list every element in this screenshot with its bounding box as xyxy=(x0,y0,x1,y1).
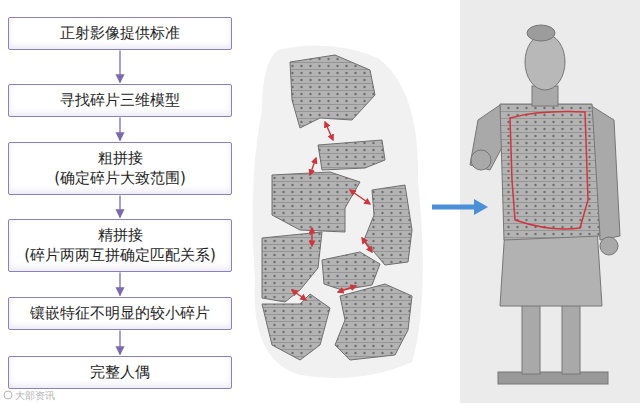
warrior-statue xyxy=(470,25,620,384)
fragment xyxy=(272,172,360,232)
flow-arrow xyxy=(119,196,120,218)
flow-arrow xyxy=(119,51,120,83)
statue-leg xyxy=(562,300,580,374)
fragment-ground xyxy=(253,46,423,379)
result-arrowhead xyxy=(474,199,488,215)
step-text: 粗拼接 (确定碎片大致范围) xyxy=(40,148,200,189)
match-arrow xyxy=(338,286,356,292)
process-box: 精拼接 (碎片两两互拼确定匹配关系) xyxy=(8,219,232,272)
result-arrow xyxy=(432,205,476,210)
match-arrow xyxy=(350,190,370,204)
fragment xyxy=(290,55,375,128)
watermark: 大部资讯 xyxy=(15,389,55,403)
process-box: 镶嵌特征不明显的较小碎片 xyxy=(8,297,232,330)
fragment xyxy=(318,140,385,170)
fragment xyxy=(322,252,380,290)
match-arrow xyxy=(362,238,372,252)
statue-hand xyxy=(600,237,618,255)
match-arrow xyxy=(325,122,333,140)
match-arrows xyxy=(292,122,372,300)
step-text: 完整人偶 xyxy=(90,362,150,382)
assembled-region xyxy=(510,112,588,229)
fragment xyxy=(335,284,412,360)
fragment xyxy=(262,294,330,360)
process-box: 完整人偶 xyxy=(8,356,232,389)
flow-arrow xyxy=(119,118,120,141)
watermark-icon xyxy=(4,391,12,399)
step-text: 镶嵌特征不明显的较小碎片 xyxy=(30,303,210,323)
process-box: 寻找碎片三维模型 xyxy=(8,84,232,117)
match-arrow xyxy=(311,228,312,246)
match-arrow xyxy=(292,290,306,300)
statue-base xyxy=(498,372,608,384)
match-arrow xyxy=(310,158,316,175)
step-text: 精拼接 (碎片两两互拼确定匹配关系) xyxy=(20,225,220,266)
step-text: 寻找碎片三维模型 xyxy=(60,90,180,110)
statue-panel xyxy=(460,0,640,403)
statue-topknot xyxy=(527,25,555,41)
statue-torso xyxy=(500,104,600,240)
statue-head xyxy=(525,34,565,90)
fragment xyxy=(364,185,412,265)
flow-arrow xyxy=(119,331,120,355)
process-box: 粗拼接 (确定碎片大致范围) xyxy=(8,142,232,195)
flow-arrow xyxy=(119,273,120,296)
fragments xyxy=(262,55,412,360)
step-text: 正射影像提供标准 xyxy=(60,23,180,43)
fragment xyxy=(262,232,322,302)
process-box: 正射影像提供标准 xyxy=(8,17,232,50)
statue-leg xyxy=(522,300,540,374)
statue-fist xyxy=(471,150,491,170)
